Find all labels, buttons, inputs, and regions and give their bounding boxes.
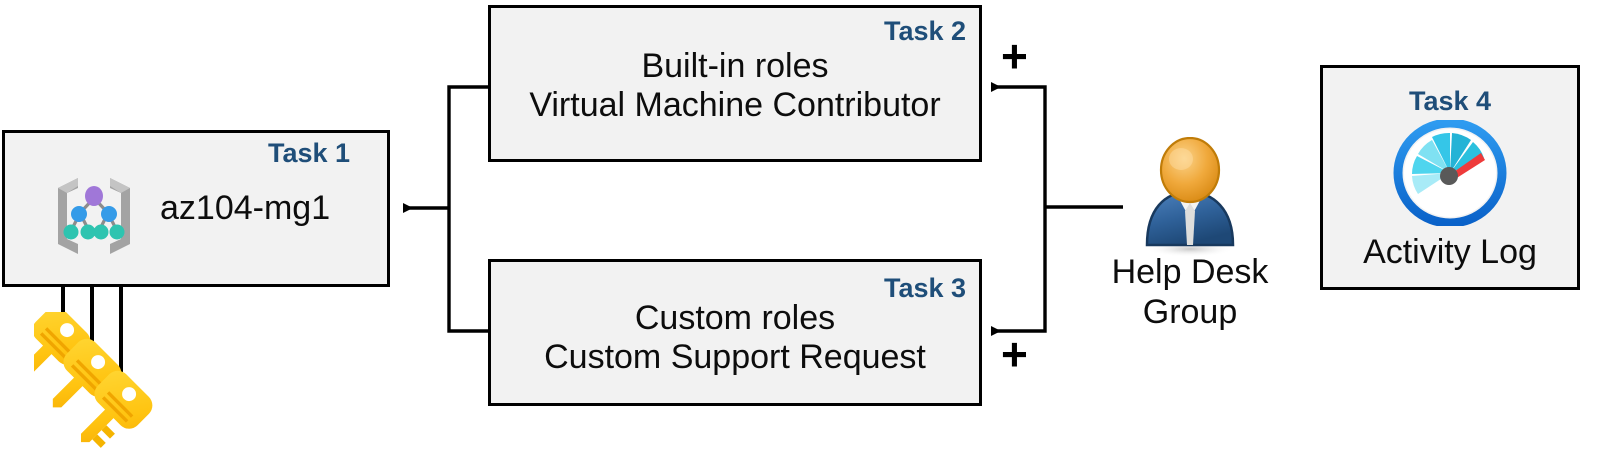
task-3-line-2: Custom Support Request [544, 338, 926, 376]
keys-icon [21, 306, 154, 449]
user-group-icon [1127, 136, 1252, 257]
task-3-label: Task 3 [884, 273, 967, 303]
task-2-plus-icon: + [1001, 30, 1028, 82]
task-2-line-1: Built-in roles [641, 47, 829, 85]
activity-log-gauge-icon [1392, 118, 1508, 228]
task-4-text: Activity Log [1363, 233, 1537, 271]
management-group-icon [48, 172, 140, 258]
task-2-line-2: Virtual Machine Contributor [529, 86, 941, 124]
task-3-plus-icon: + [1001, 328, 1028, 380]
task-2-label: Task 2 [884, 16, 967, 46]
task-2-box[interactable] [488, 5, 982, 162]
task-3-box[interactable] [488, 259, 982, 406]
connector-tasks-to-mg [403, 85, 488, 333]
helpdesk-label-line-1: Help Desk [1111, 253, 1269, 291]
task-4-label: Task 4 [1408, 86, 1492, 116]
task-1-label: Task 1 [268, 138, 351, 168]
helpdesk-label-line-2: Group [1142, 293, 1238, 331]
task-1-text: az104-mg1 [160, 189, 331, 227]
task-3-line-1: Custom roles [634, 299, 836, 337]
